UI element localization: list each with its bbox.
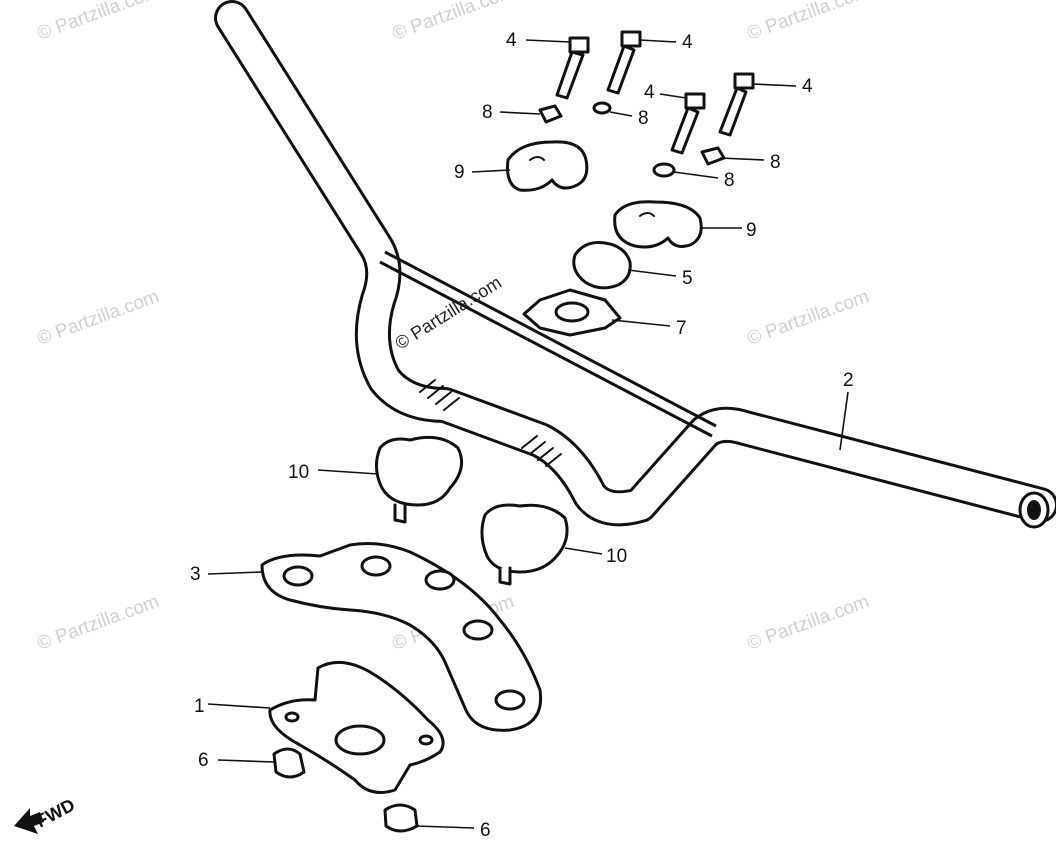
- watermark: © Partzilla.com: [35, 286, 162, 350]
- plate-7: [522, 288, 622, 337]
- callout-2: 2: [843, 370, 854, 391]
- callout-10: 10: [606, 546, 627, 567]
- plate-1: [268, 660, 445, 794]
- callout-8: 8: [770, 152, 781, 173]
- rubber-pad-5: [572, 241, 632, 290]
- watermark: © Partzilla.com: [35, 591, 162, 655]
- callout-3: 3: [190, 564, 201, 585]
- bolt-4c: [670, 92, 706, 155]
- lower-holder-10b: [480, 503, 569, 586]
- callout-8: 8: [638, 108, 649, 129]
- leader-lines: [207, 39, 849, 829]
- callout-4: 4: [644, 82, 655, 103]
- callout-10: 10: [288, 462, 309, 483]
- callout-6: 6: [198, 750, 209, 771]
- bracket-3: [260, 542, 543, 732]
- callout-4: 4: [802, 76, 813, 97]
- handlebar: [214, 0, 1056, 529]
- watermark: © Partzilla.com: [745, 591, 872, 655]
- callout-4: 4: [506, 30, 517, 51]
- lower-holder-10a: [375, 435, 464, 524]
- watermark: © Partzilla.com: [35, 0, 162, 45]
- bolt-4a: [555, 36, 590, 100]
- bolt-4b: [606, 30, 642, 95]
- bolt-4d: [718, 72, 755, 137]
- washer-8b: [592, 101, 612, 115]
- upper-holder-9b: [613, 200, 703, 249]
- callout-6: 6: [480, 820, 491, 841]
- callout-9: 9: [454, 162, 465, 183]
- watermark-layer: © Partzilla.com © Partzilla.com © Partzi…: [35, 0, 872, 655]
- washer-8d: [652, 162, 676, 178]
- callout-7: 7: [676, 318, 687, 339]
- forward-direction-indicator: FWD: [14, 795, 78, 834]
- callout-8: 8: [724, 170, 735, 191]
- watermark: © Partzilla.com: [390, 0, 517, 45]
- forward-label: FWD: [32, 795, 78, 832]
- callout-labels: 4 4 4 4 8 8 8 8 9 9 5 7 2 10 10 3 1 6 6: [190, 30, 854, 841]
- nut-8c: [700, 146, 726, 166]
- nut-8a: [538, 104, 563, 124]
- callout-9: 9: [746, 220, 757, 241]
- watermark: © Partzilla.com: [745, 0, 872, 45]
- watermark: © Partzilla.com: [745, 286, 872, 350]
- callout-8: 8: [482, 102, 493, 123]
- nut-6b: [383, 803, 419, 833]
- nut-6a: [272, 747, 306, 779]
- callout-4: 4: [682, 32, 693, 53]
- callout-1: 1: [194, 696, 205, 717]
- upper-holder-9a: [506, 140, 589, 192]
- callout-5: 5: [682, 268, 693, 289]
